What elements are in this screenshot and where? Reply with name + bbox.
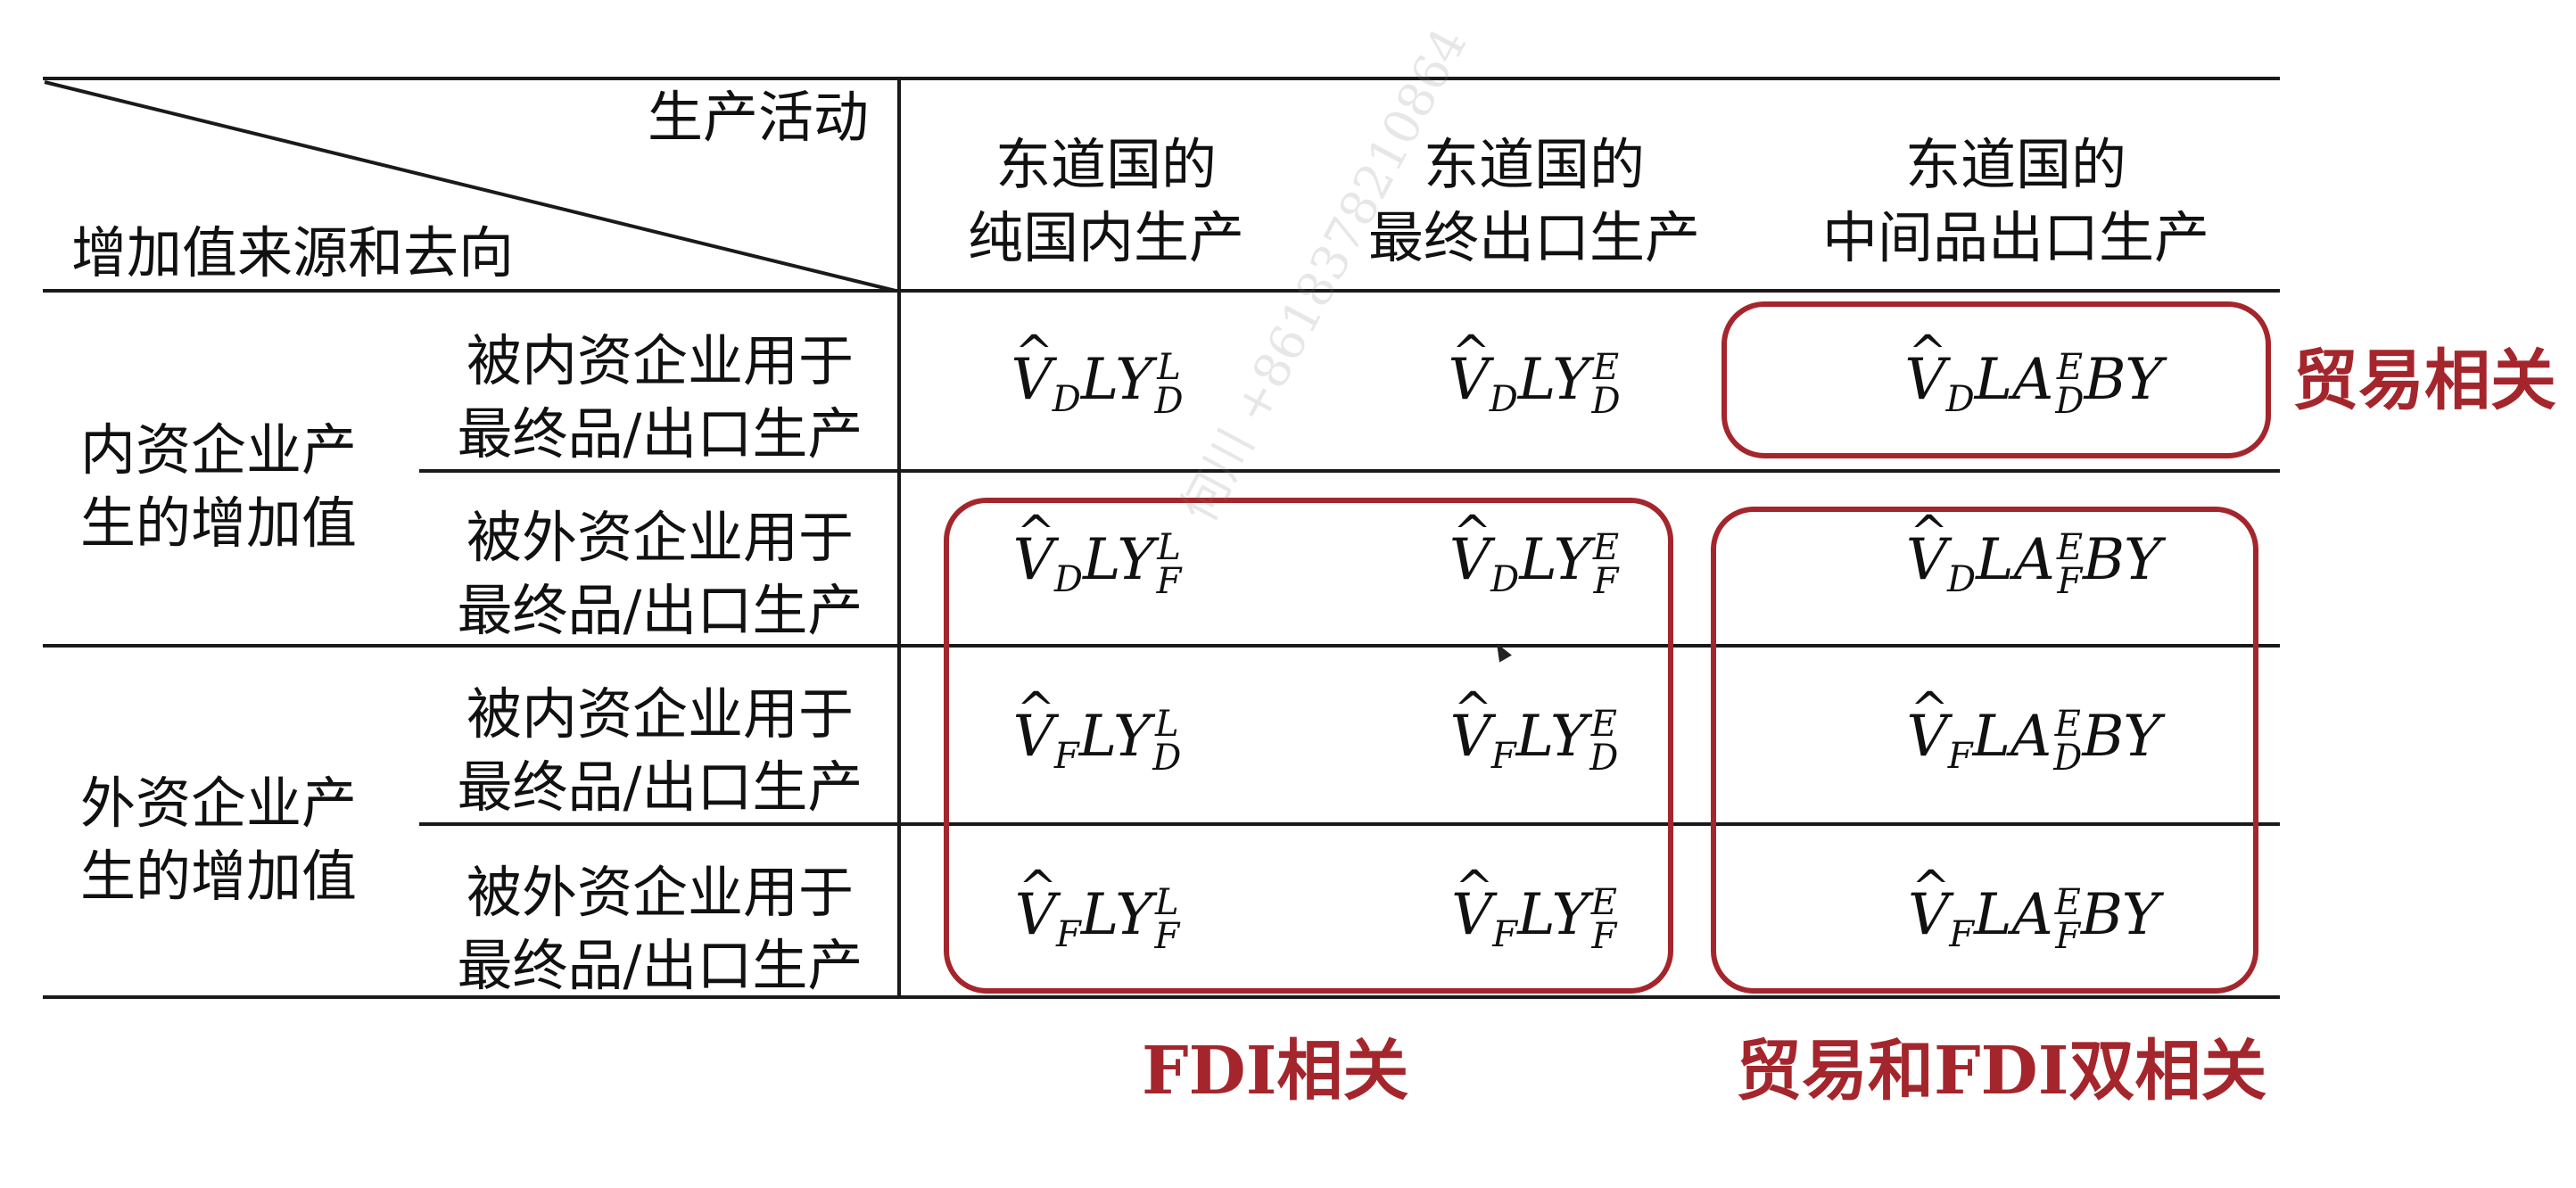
row-label-2-line1: 被外资企业用于 bbox=[466, 505, 854, 570]
row-label-1-line2: 最终品/出口生产 bbox=[457, 401, 863, 466]
column-header-3-line1: 东道国的 bbox=[1904, 132, 2126, 197]
row-label-2-line2: 最终品/出口生产 bbox=[457, 578, 863, 643]
row-label-3: 被内资企业用于 最终品/出口生产 bbox=[446, 678, 874, 824]
rule-vertical bbox=[897, 77, 901, 999]
row-label-4: 被外资企业用于 最终品/出口生产 bbox=[446, 856, 874, 1002]
column-header-2-line2: 最终出口生产 bbox=[1367, 205, 1700, 270]
rule-row1 bbox=[419, 469, 2280, 473]
row-label-2: 被外资企业用于 最终品/出口生产 bbox=[446, 501, 874, 648]
row-group-foreign-line1: 外资企业产 bbox=[80, 771, 358, 836]
label-both: 贸易和FDI双相关 bbox=[1736, 1033, 2267, 1110]
label-fdi: FDI相关 bbox=[1142, 1033, 1409, 1110]
rule-header bbox=[43, 289, 2280, 293]
row-label-3-line2: 最终品/出口生产 bbox=[457, 755, 863, 820]
row-group-foreign: 外资企业产 生的增加值 bbox=[80, 767, 357, 913]
row-label-1-line1: 被内资企业用于 bbox=[466, 328, 854, 393]
header-corner-bottom: 增加值来源和去向 bbox=[71, 220, 515, 285]
column-header-1-line1: 东道国的 bbox=[995, 132, 1217, 197]
rule-top bbox=[43, 77, 2280, 80]
label-trade: 贸易相关 bbox=[2292, 342, 2556, 419]
column-header-1-line2: 纯国内生产 bbox=[967, 205, 1244, 270]
row-label-4-line2: 最终品/出口生产 bbox=[457, 933, 863, 998]
column-header-3: 东道国的 中间品出口生产 bbox=[1802, 128, 2230, 275]
row-group-domestic-line2: 生的增加值 bbox=[80, 491, 358, 556]
both-box bbox=[1711, 507, 2258, 994]
column-header-2-line1: 东道国的 bbox=[1423, 132, 1645, 197]
rule-row3 bbox=[419, 822, 2280, 826]
column-header-2: 东道国的 最终出口生产 bbox=[1338, 128, 1730, 275]
row-group-domestic: 内资企业产 生的增加值 bbox=[80, 414, 357, 560]
row-label-1: 被内资企业用于 最终品/出口生产 bbox=[446, 325, 874, 471]
trade-box bbox=[1721, 301, 2271, 458]
header-corner-top: 生产活动 bbox=[648, 85, 870, 150]
row-group-domestic-line1: 内资企业产 bbox=[80, 417, 358, 483]
column-header-3-line2: 中间品出口生产 bbox=[1821, 205, 2209, 270]
row-label-4-line1: 被外资企业用于 bbox=[466, 860, 854, 925]
row-label-3-line1: 被内资企业用于 bbox=[466, 681, 854, 747]
rule-group bbox=[43, 644, 2280, 648]
column-header-1: 东道国的 纯国内生产 bbox=[928, 128, 1284, 275]
row-group-foreign-line2: 生的增加值 bbox=[80, 844, 358, 909]
rule-bottom bbox=[43, 995, 2280, 999]
fdi-box bbox=[944, 498, 1673, 994]
